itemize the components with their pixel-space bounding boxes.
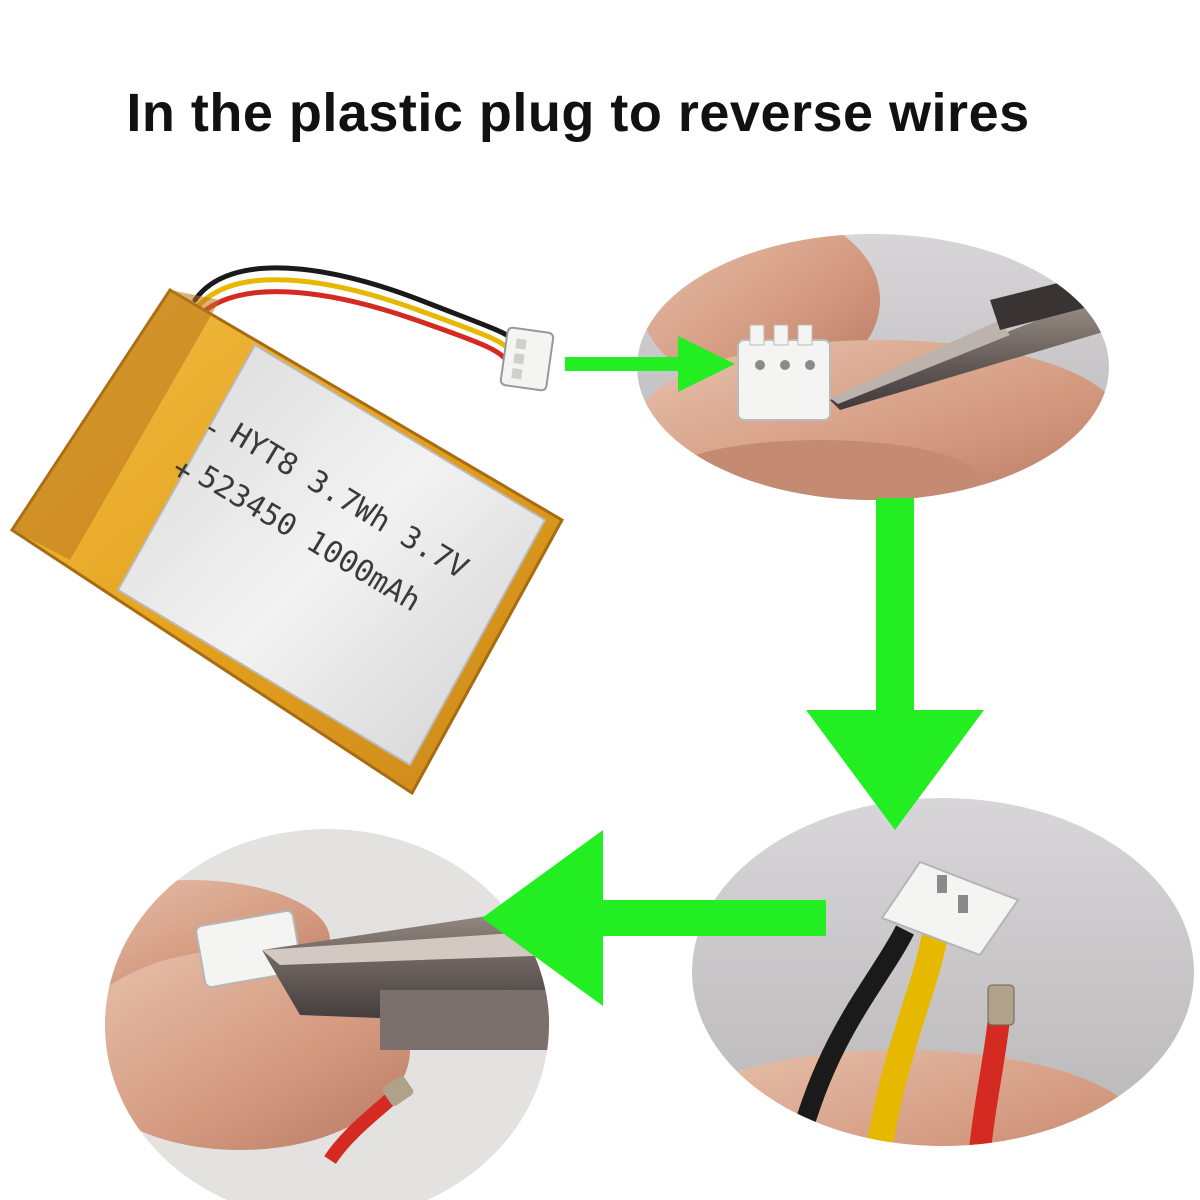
arrow-left-to-step-4 [482, 830, 826, 1006]
connector-pin-lifted-with-tweezers-photo [105, 829, 549, 1200]
battery-wires [192, 265, 521, 370]
page-title: In the plastic plug to reverse wires [126, 83, 1030, 143]
arrow-right-to-step-2 [565, 336, 735, 392]
battery-edge [12, 290, 220, 560]
battery-connector [499, 326, 555, 392]
arrow-down-to-step-3 [806, 498, 984, 830]
connector-with-wire-pulled-out-photo [692, 798, 1194, 1146]
battery-pack-image: - + HYT8 3.7Wh 3.7V 523450 1000mAh [9, 265, 565, 796]
battery-label [116, 343, 547, 767]
